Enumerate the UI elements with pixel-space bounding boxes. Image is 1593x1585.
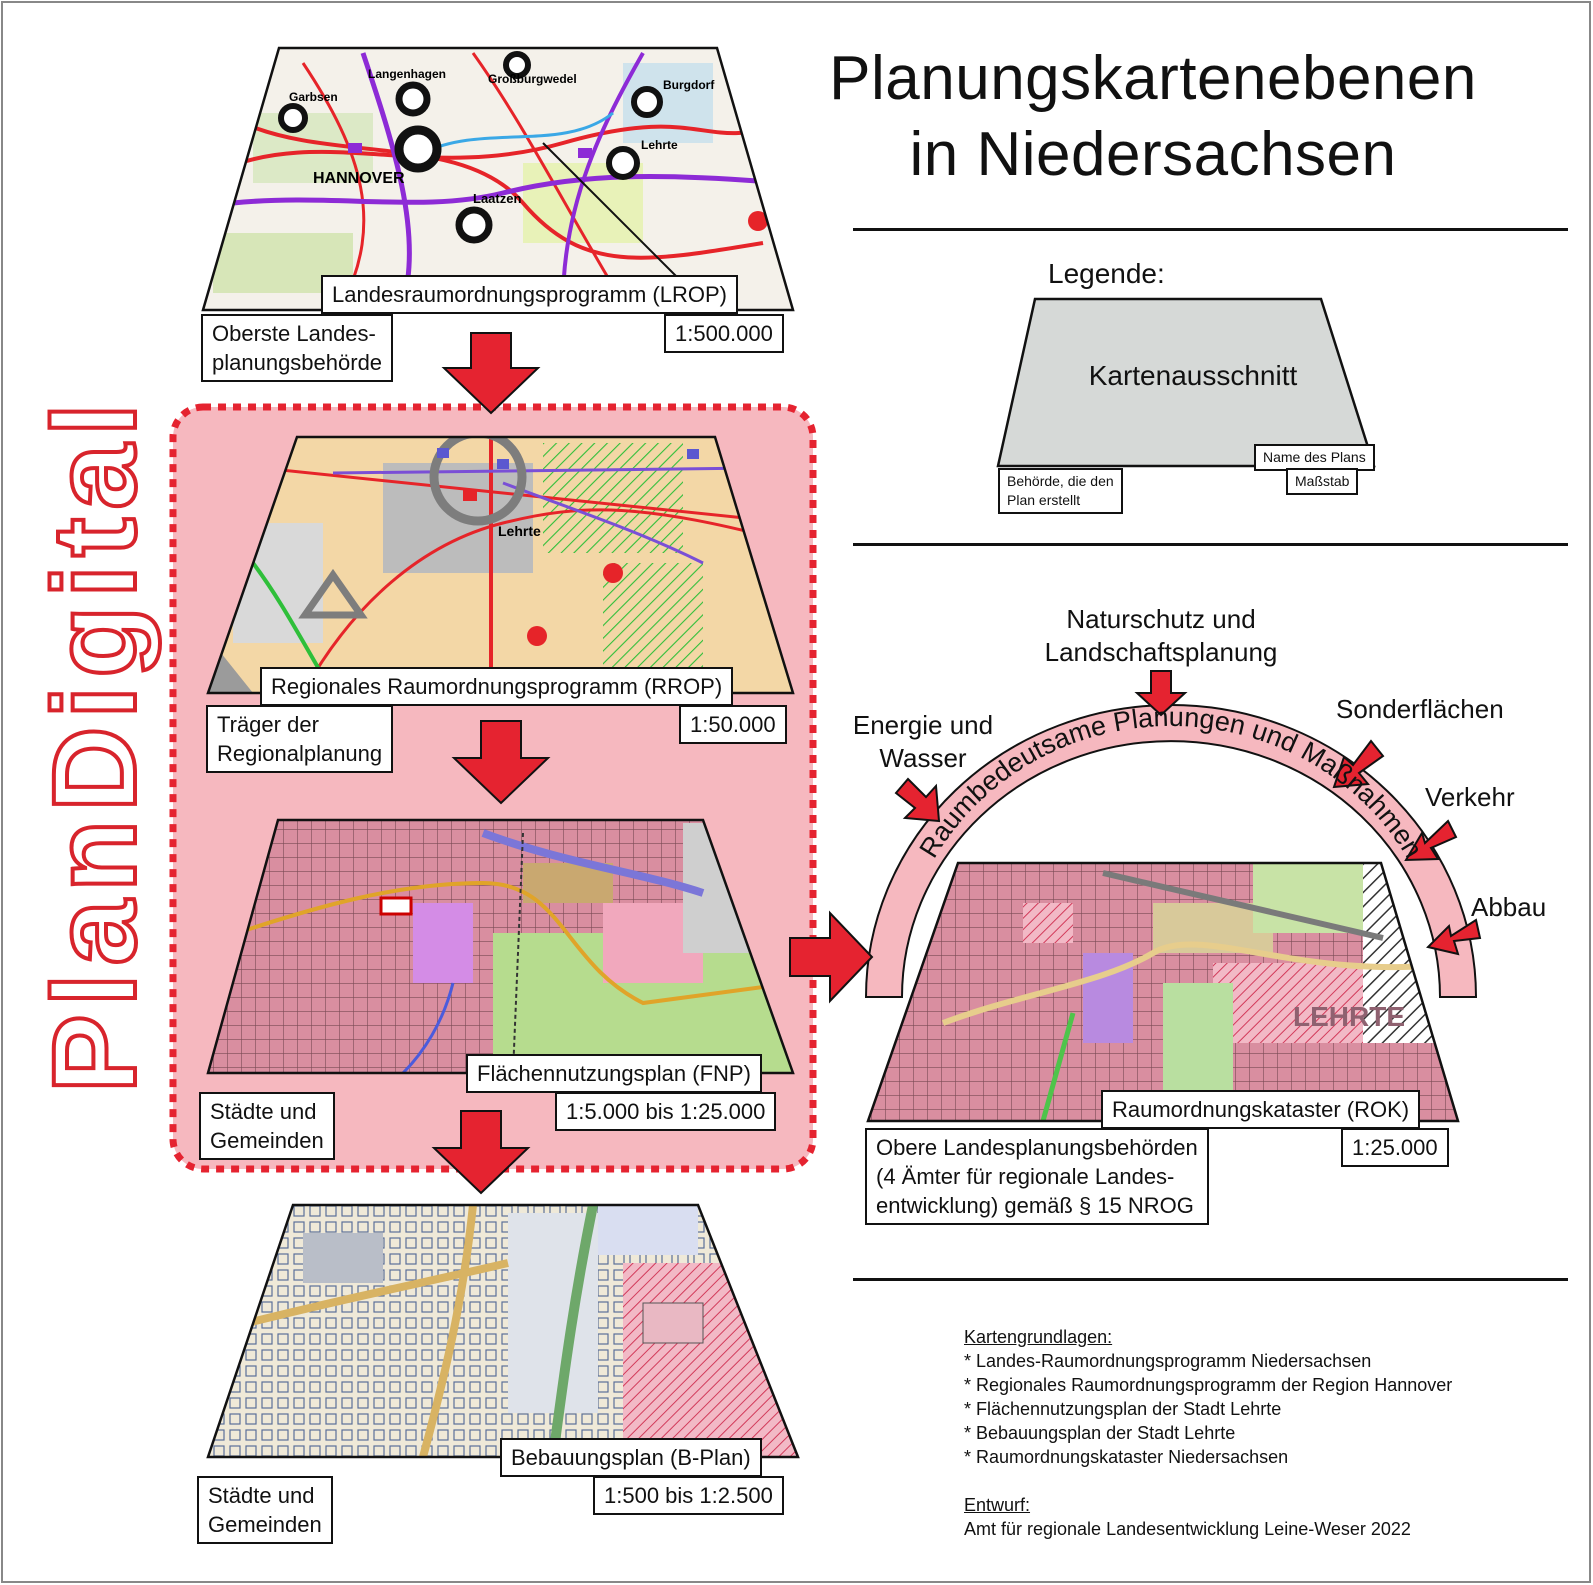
legend-authority-line1: Behörde, die den (1007, 473, 1114, 489)
lrop-label-grossburgwedel: Großburgwedel (488, 72, 577, 86)
lrop-label-langenhagen: Langenhagen (368, 67, 446, 81)
fnp-plan-name: Flächennutzungsplan (FNP) (466, 1054, 762, 1093)
bplan-authority-line1: Städte und (208, 1483, 315, 1508)
arrow-lrop-rrop (441, 332, 541, 415)
rrop-authority: Träger der Regionalplanung (206, 705, 394, 773)
rok-map-label: LEHRTE (1293, 1001, 1405, 1032)
diagram-graphics: Langenhagen Großburgwedel Burgdorf Garbs… (169, 46, 1482, 1459)
fnp-authority-line1: Städte und (210, 1099, 317, 1124)
bplan-plan-name: Bebauungsplan (B-Plan) (500, 1438, 762, 1477)
lrop-scale: 1:500.000 (664, 314, 784, 353)
fnp-scale: 1:5.000 bis 1:25.000 (555, 1092, 777, 1131)
bplan-map (206, 1203, 800, 1459)
lrop-label-burgdorf: Burgdorf (663, 78, 715, 92)
plandigital-title: PlanDigital (27, 393, 163, 1095)
legend-authority: Behörde, die den Plan erstellt (998, 468, 1123, 514)
rok-scale: 1:25.000 (1341, 1128, 1449, 1167)
rok-authority-line2: (4 Ämter für regionale Landes- (876, 1164, 1175, 1189)
arrow-fnp-bplan (431, 1110, 531, 1195)
bplan-scale: 1:500 bis 1:2.500 (593, 1476, 784, 1515)
rok-map: LEHRTE (866, 861, 1460, 1123)
input-energie-line2: Wasser (879, 743, 967, 773)
legend-authority-line2: Plan erstellt (1007, 492, 1081, 508)
rrop-label-lehrte: Lehrte (498, 523, 541, 539)
divider-bottom (853, 1278, 1568, 1281)
lrop-plan-name: Landesraumordnungsprogramm (LROP) (321, 275, 738, 314)
source-item: * Bebauungsplan der Stadt Lehrte (964, 1423, 1236, 1443)
input-abbau: Abbau (1471, 892, 1547, 922)
rok-arc-group (864, 704, 1478, 998)
lrop-label-garbsen: Garbsen (289, 90, 338, 104)
rok-plan-name: Raumordnungskataster (ROK) (1101, 1090, 1421, 1129)
arrow-naturschutz (1134, 670, 1188, 717)
bplan-authority-line2: Gemeinden (208, 1512, 322, 1537)
lrop-label-hannover: HANNOVER (313, 170, 405, 187)
input-sonderflaechen: Sonderflächen (1336, 694, 1504, 724)
sources-block: Kartengrundlagen: * Landes-Raumordnungsp… (964, 1325, 1452, 1541)
input-naturschutz: Naturschutz und Landschaftsplanung (1021, 603, 1301, 669)
rok-authority-line1: Obere Landesplanungsbehörden (876, 1135, 1198, 1160)
arrow-verkehr (1404, 819, 1458, 862)
lrop-label-lehrte: Lehrte (641, 138, 678, 152)
input-naturschutz-line2: Landschaftsplanung (1044, 637, 1278, 667)
lrop-map: Langenhagen Großburgwedel Burgdorf Garbs… (203, 48, 793, 310)
rok-authority-line3: entwicklung) gemäß § 15 NROG (876, 1193, 1194, 1218)
bplan-authority: Städte und Gemeinden (197, 1476, 333, 1544)
divider-middle (853, 543, 1568, 546)
rrop-map: Lehrte (206, 435, 795, 695)
rrop-scale: 1:50.000 (679, 705, 787, 744)
legend-plan-name: Name des Plans (1254, 444, 1375, 471)
page-title-line1: Planungskartenebenen (829, 44, 1477, 113)
arrow-sonderflaechen (1332, 739, 1385, 789)
arrow-rrop-fnp (451, 720, 551, 805)
arrow-fnp-rok (789, 910, 874, 1004)
sources-heading: Kartengrundlagen: (964, 1327, 1113, 1347)
lrop-authority-line1: Oberste Landes- (212, 321, 376, 346)
arrow-energie (894, 777, 941, 823)
input-energie-line1: Energie und (852, 710, 994, 740)
fnp-map (206, 818, 795, 1075)
fnp-authority-line2: Gemeinden (210, 1128, 324, 1153)
lrop-authority: Oberste Landes- planungsbehörde (201, 314, 394, 382)
legend-scale: Maßstab (1286, 468, 1359, 495)
rok-authority: Obere Landesplanungsbehörden (4 Ämter fü… (865, 1128, 1209, 1225)
source-item: * Flächennutzungsplan der Stadt Lehrte (964, 1399, 1282, 1419)
lrop-authority-line2: planungsbehörde (212, 350, 383, 375)
arrow-abbau (1426, 918, 1482, 956)
input-naturschutz-line1: Naturschutz und (1066, 604, 1256, 634)
page-title-line2: in Niedersachsen (909, 120, 1397, 189)
legend-heading: Legende: (1048, 258, 1165, 289)
rrop-plan-name: Regionales Raumordnungsprogramm (RROP) (260, 667, 734, 706)
input-energie: Energie und Wasser (833, 709, 1013, 775)
divider-top (853, 228, 1568, 231)
source-item: * Raumordnungskataster Niedersachsen (964, 1447, 1289, 1467)
input-verkehr: Verkehr (1425, 782, 1515, 812)
rrop-authority-line2: Regionalplanung (217, 741, 383, 766)
lrop-label-laatzen: Laatzen (473, 191, 521, 206)
draft-credit: Amt für regionale Landesentwicklung Lein… (964, 1519, 1411, 1539)
source-item: * Regionales Raumordnungsprogramm der Re… (964, 1375, 1453, 1395)
fnp-authority: Städte und Gemeinden (199, 1092, 335, 1160)
flow-arrows (431, 332, 1482, 1195)
source-item: * Landes-Raumordnungsprogramm Niedersach… (964, 1351, 1372, 1371)
draft-heading: Entwurf: (964, 1495, 1031, 1515)
page-title: Planungskartenebenen in Niedersachsen (773, 41, 1533, 193)
rrop-authority-line1: Träger der (217, 712, 319, 737)
legend-shape-label: Kartenausschnitt (1088, 360, 1298, 391)
